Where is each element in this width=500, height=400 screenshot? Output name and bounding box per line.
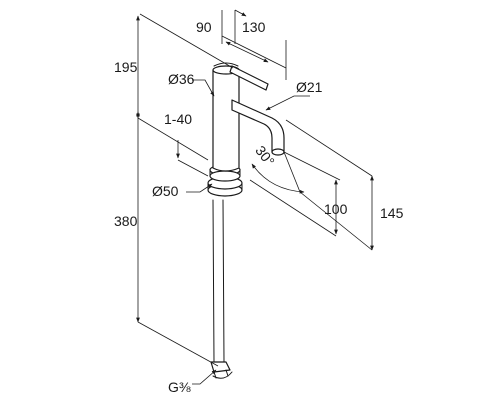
label-spout-diameter: Ø21 (296, 79, 323, 95)
label-deck-thickness: 1-40 (164, 111, 192, 127)
label-body-diameter: Ø36 (168, 71, 195, 87)
label-base-diameter: Ø50 (152, 183, 179, 199)
label-supply-length: 380 (114, 213, 138, 229)
dimension-lines (136, 9, 374, 385)
label-outlet-height: 145 (380, 205, 404, 221)
label-overall-height: 195 (114, 59, 138, 75)
label-spout-reach: 130 (242, 19, 266, 35)
faucet-body (207, 62, 285, 379)
label-handle-offset: 90 (196, 19, 212, 35)
label-thread-size: G⅜ (168, 379, 191, 395)
label-spout-height: 100 (324, 201, 348, 217)
dimension-labels: 195 90 130 Ø36 Ø21 1-40 30° Ø50 100 145 … (114, 19, 404, 395)
